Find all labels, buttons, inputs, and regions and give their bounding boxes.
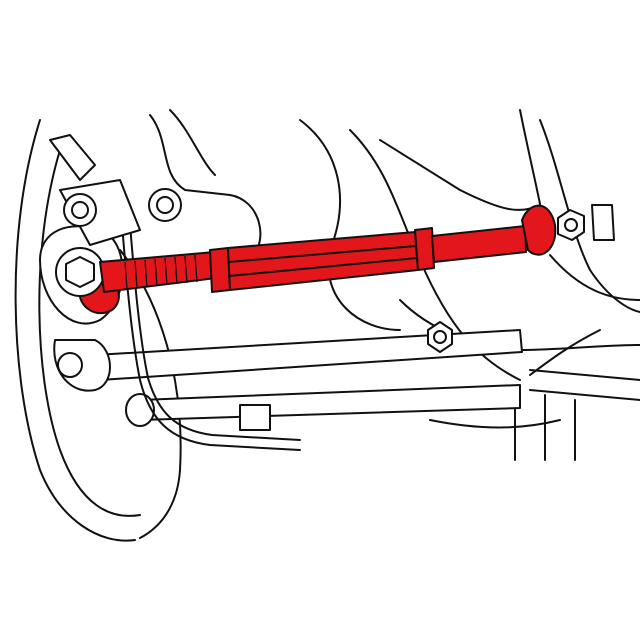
brake-line: [119, 199, 301, 451]
adjustable-arm: [55, 204, 557, 315]
right-bushing: [521, 204, 557, 256]
nut-icon: [65, 256, 95, 288]
mount-bolt: [557, 204, 615, 241]
right-jam-nut: [414, 227, 435, 271]
right-threaded-rod: [431, 225, 527, 263]
left-jam-nut: [209, 247, 231, 293]
lower-arm: [94, 329, 523, 427]
